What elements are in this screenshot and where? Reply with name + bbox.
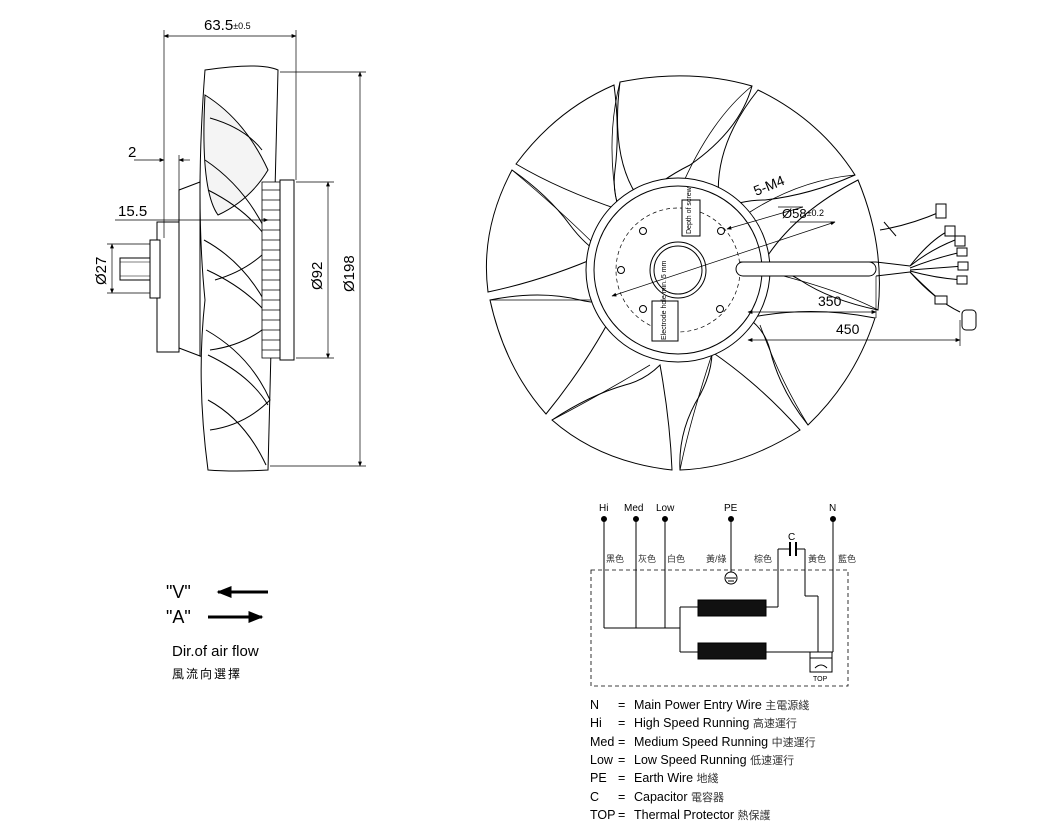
dim-shaft-dia-label: Ø27 <box>93 257 110 285</box>
hub-body <box>178 181 201 357</box>
wiring-diagram <box>590 516 849 687</box>
dim-width-label: 63.5±0.5 <box>204 17 251 34</box>
cable-long-label: 450 <box>836 321 860 337</box>
airflow-arrows <box>208 586 268 623</box>
capacitor-label: C <box>788 532 795 543</box>
airflow-caption-cn: 風流向選擇 <box>172 667 243 681</box>
sticker-bottom <box>651 300 679 342</box>
center-bore <box>649 241 707 299</box>
legend-row-hi: Hi=High Speed Running 高速運行 <box>590 716 797 730</box>
dim-inner-dia-label: Ø92 <box>309 262 326 290</box>
dim-shaft-label: 15.5 <box>118 203 147 220</box>
v-label: "V" <box>166 582 191 602</box>
enclosure <box>590 569 849 687</box>
svg-text:棕色: 棕色 <box>754 553 772 564</box>
terminal-n: N <box>829 503 836 514</box>
svg-text:黃色: 黃色 <box>808 553 826 564</box>
legend-row-low: Low=Low Speed Running 低速運行 <box>590 753 795 767</box>
front-view <box>485 75 977 471</box>
terminal-med: Med <box>624 503 643 514</box>
legend-row-n: N=Main Power Entry Wire 主電源綫 <box>590 698 810 712</box>
terminal-pe: PE <box>724 503 738 514</box>
legend-row-pe: PE=Earth Wire 地綫 <box>590 771 719 785</box>
top-label: TOP <box>813 676 828 683</box>
svg-text:黑色: 黑色 <box>606 553 624 564</box>
capacitor-body <box>961 309 977 331</box>
bolt-circle-label: Ø58±0.2 <box>782 206 824 221</box>
svg-text:灰色: 灰色 <box>638 553 656 564</box>
dim-outer-dia-label: Ø198 <box>341 255 358 292</box>
svg-text:黃/綠: 黃/綠 <box>706 553 727 564</box>
winding-aux <box>697 642 767 660</box>
svg-text:白色: 白色 <box>667 553 685 564</box>
terminal-labels: Hi Med Low PE N <box>599 503 836 514</box>
legend-row-top: TOP=Thermal Protector 熱保護 <box>590 808 771 822</box>
side-view <box>107 30 366 472</box>
wire-color-labels: 黑色 灰色 白色 黃/綠 棕色 黃色 藍色 <box>606 553 856 564</box>
airflow-caption: Dir.of air flow <box>172 643 259 660</box>
a-label: "A" <box>166 607 191 627</box>
cable-short-label: 350 <box>818 293 842 309</box>
legend-row-med: Med=Medium Speed Running 中速運行 <box>590 735 816 749</box>
winding-main <box>697 599 767 617</box>
side-fan-blades <box>199 65 279 472</box>
sticker-bottom-text: Electrode hole min. 5 mm <box>661 260 668 340</box>
dim-hub-offset-label: 2 <box>128 144 136 161</box>
legend-row-c: C=Capacitor 電容器 <box>590 790 724 804</box>
terminal-low: Low <box>656 503 675 514</box>
terminal-hi: Hi <box>599 503 608 514</box>
sticker-top-text: Depth of screw <box>686 186 693 234</box>
svg-text:藍色: 藍色 <box>838 553 856 564</box>
